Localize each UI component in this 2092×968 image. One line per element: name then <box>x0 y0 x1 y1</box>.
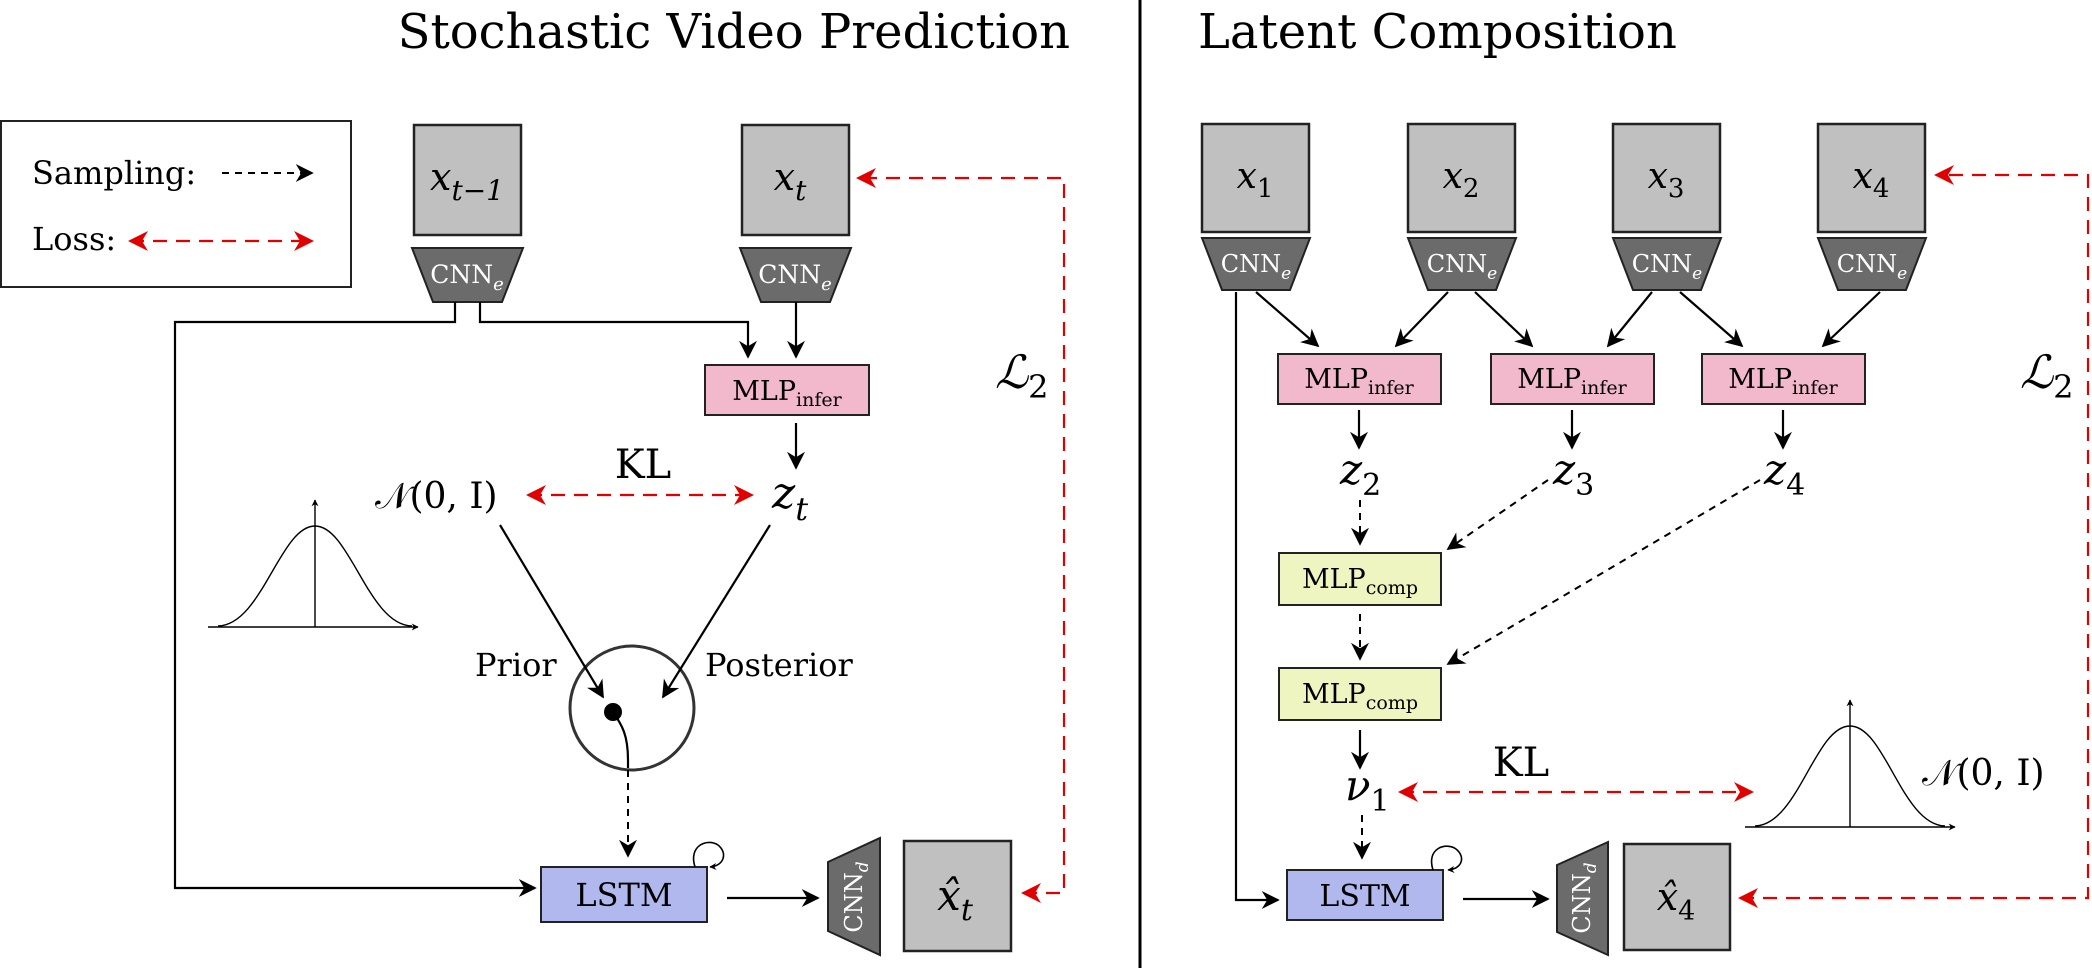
mlp-infer-label-1: MLPinfer <box>1304 364 1414 399</box>
kl-label-right: KL <box>1493 740 1549 786</box>
gaussian-curve <box>217 525 413 627</box>
arrow-enc3-to-mlp3 <box>1679 291 1744 348</box>
encoder-cnn-e-2 <box>738 247 853 303</box>
kl-label-left: KL <box>615 442 671 488</box>
loss-l2-left: ℒ2 <box>995 345 1049 406</box>
prior-distribution-label: 𝒩(0, I) <box>375 476 498 517</box>
mlp-comp-box-2 <box>1278 667 1442 721</box>
posterior-label: Posterior <box>705 646 854 684</box>
right-title: Latent Composition <box>1198 4 1677 60</box>
frame-x2 <box>1406 122 1517 234</box>
arrow-enc3-to-mlp2 <box>1606 291 1653 348</box>
switch-lever <box>612 711 630 768</box>
encoder-cnn-e-x3 <box>1611 237 1723 291</box>
prior-label: Prior <box>475 646 557 684</box>
encoder-cnn-e-x1-label: CNNe <box>1221 250 1291 284</box>
arrow-enc1-to-mlp1 <box>1255 291 1320 348</box>
predicted-frame-x-hat-4 <box>1622 842 1732 952</box>
reconstruction-loss-arrow-right <box>1738 165 2090 908</box>
frame-x3 <box>1611 122 1722 234</box>
lstm-label-left: LSTM <box>575 876 672 914</box>
mlp-infer-box <box>704 364 870 416</box>
sampling-switch-circle <box>568 644 696 772</box>
frame-x1-label: x1 <box>1237 156 1274 204</box>
encoder-cnn-e-x2-label: CNNe <box>1427 250 1497 284</box>
frame-x-t-minus-1 <box>412 123 523 237</box>
latent-nu1: ν1 <box>1345 761 1390 819</box>
encoder-cnn-e-x1 <box>1200 237 1312 291</box>
mlp-infer-label-2: MLPinfer <box>1517 364 1627 399</box>
arrow-enc1-to-lstm <box>1234 292 1280 909</box>
mlp-comp-label-2: MLPcomp <box>1302 679 1418 714</box>
legend-box <box>0 120 352 288</box>
latent-z3: z3 <box>1552 445 1594 503</box>
predicted-frame-x-hat-4-label: x̂4 <box>1657 875 1696 927</box>
reconstruction-loss-arrow-left <box>856 168 1066 903</box>
arrow-z3-to-comp1 <box>1446 479 1549 551</box>
arrow-z4-to-comp2 <box>1446 479 1761 665</box>
encoder-cnn-e-x3-label: CNNe <box>1632 250 1702 284</box>
legend-loss-label: Loss: <box>32 220 116 258</box>
frame-x-t <box>740 123 851 237</box>
arrow-prior-to-switch <box>499 524 604 699</box>
lstm-box-right <box>1286 869 1444 921</box>
frame-x-t-label: xt <box>774 155 807 207</box>
right-panel: Latent Composition x1 x2 x3 x4 CNNe CNNe… <box>1198 4 2090 957</box>
legend: Sampling: Loss: <box>0 120 352 288</box>
gaussian-plot-left <box>208 499 419 631</box>
frame-x-t-minus-1-label: xt−1 <box>430 155 504 207</box>
arrow-enc-to-lstm <box>173 302 537 897</box>
decoder-cnn-d-right <box>1556 840 1609 957</box>
arrow-posterior-to-switch <box>662 524 771 699</box>
latent-z4: z4 <box>1763 445 1805 503</box>
mlp-comp-box-1 <box>1278 552 1442 606</box>
frame-x2-label: x2 <box>1443 156 1480 204</box>
encoder-cnn-e-1-label: CNNe <box>430 260 504 295</box>
mlp-infer-label: MLPinfer <box>732 376 842 411</box>
left-title: Stochastic Video Prediction <box>398 4 1070 60</box>
arrow-enc-prev-to-mlp <box>478 302 757 359</box>
encoder-cnn-e-1 <box>410 247 525 303</box>
mlp-infer-box-1 <box>1277 353 1442 405</box>
latent-z-t: zt <box>771 468 808 528</box>
decoder-cnn-d-right-label: CNNd <box>1568 862 1601 933</box>
arrow-enc2-to-mlp2 <box>1474 291 1534 348</box>
lstm-recurrent-loop-right <box>1430 845 1463 874</box>
arrow-enc4-to-mlp3 <box>1821 291 1881 348</box>
lstm-box-left <box>540 866 708 923</box>
left-panel: Stochastic Video Prediction Sampling: Lo… <box>0 4 1070 957</box>
lstm-label-right: LSTM <box>1319 879 1410 914</box>
frame-x1 <box>1200 122 1311 234</box>
arrow-enc2-to-mlp1 <box>1394 291 1449 348</box>
mlp-infer-box-2 <box>1490 353 1655 405</box>
latent-z2: z2 <box>1339 445 1381 503</box>
loss-l2-right: ℒ2 <box>2020 345 2074 406</box>
encoder-cnn-e-x2 <box>1406 237 1518 291</box>
frame-x3-label: x3 <box>1648 156 1685 204</box>
legend-sampling-label: Sampling: <box>32 154 196 192</box>
mlp-comp-label-1: MLPcomp <box>1302 564 1418 599</box>
prior-distribution-label-right: 𝒩(0, I) <box>1922 753 2045 794</box>
encoder-cnn-e-2-label: CNNe <box>758 260 832 295</box>
lstm-recurrent-loop-left <box>692 841 725 871</box>
